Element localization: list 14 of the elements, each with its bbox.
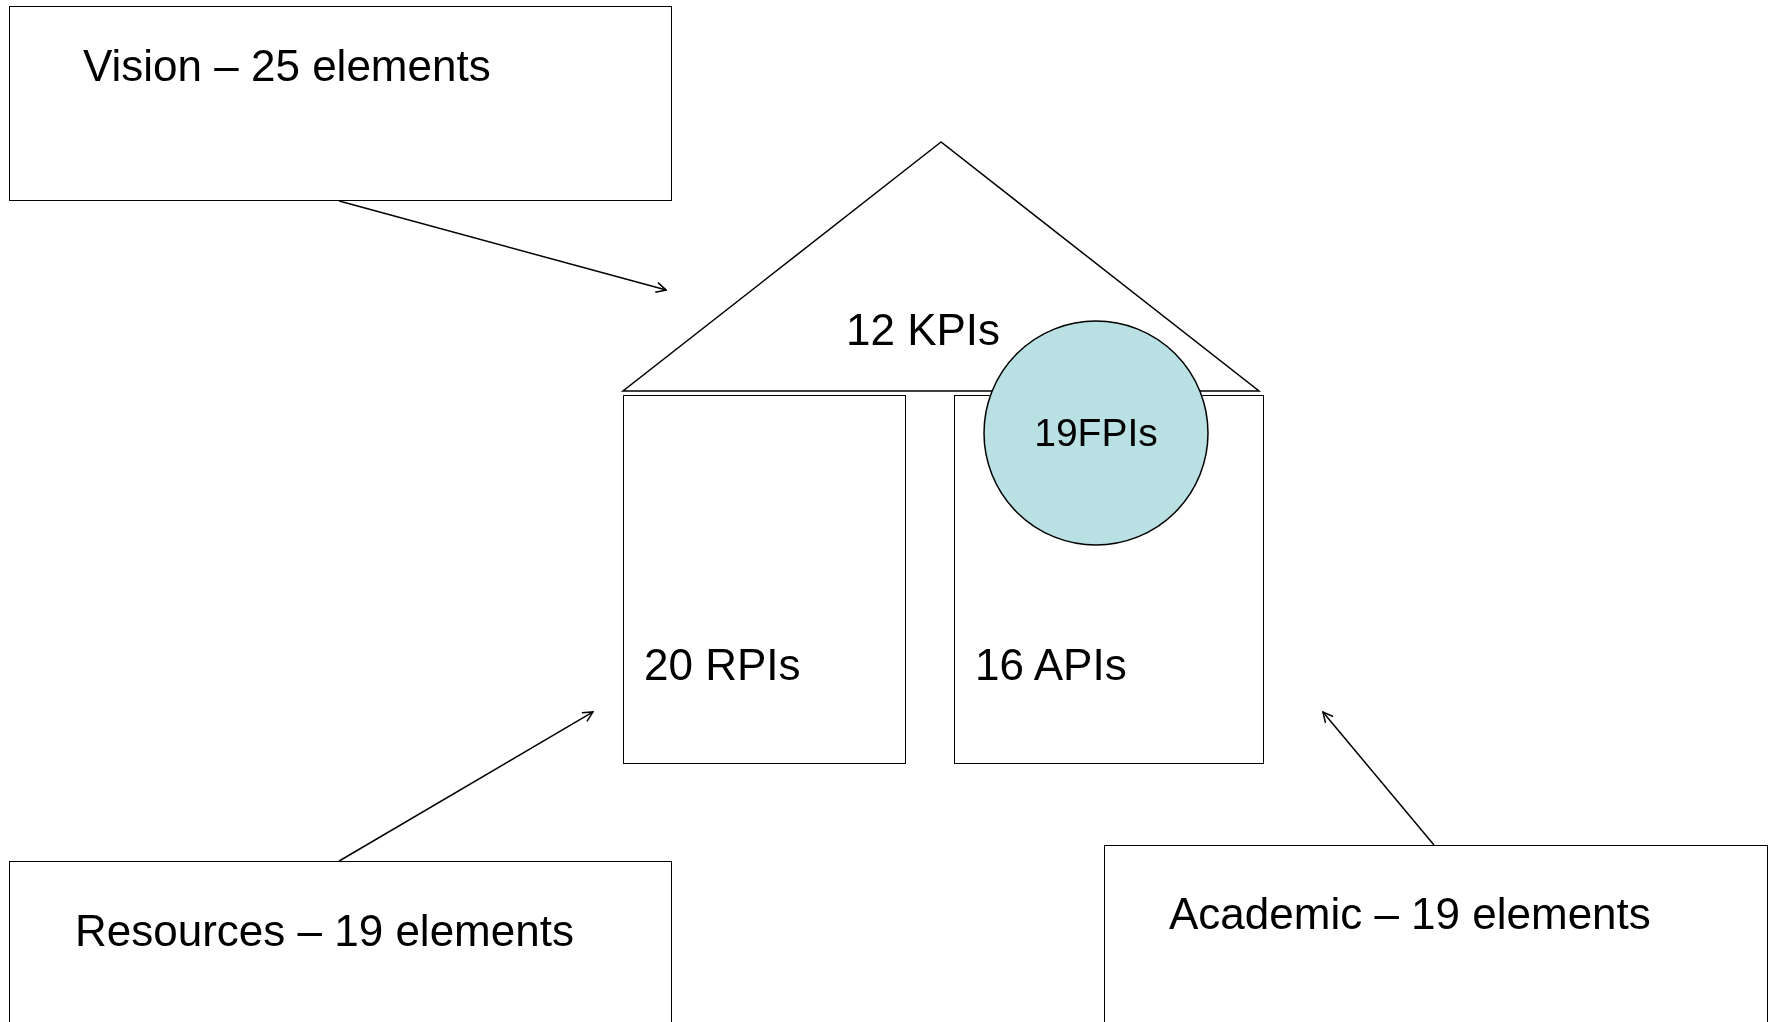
node-label: Vision – 25 elements	[83, 41, 491, 92]
node-label: Resources – 19 elements	[75, 906, 574, 957]
node-label: Academic – 19 elements	[1169, 889, 1651, 940]
node-label: 20 RPIs	[644, 640, 801, 691]
node-label: 19FPIs	[1034, 410, 1158, 456]
text-box	[1104, 845, 1768, 1022]
node-label: 16 APIs	[975, 640, 1127, 691]
node-label: 12 KPIs	[846, 305, 1001, 356]
text-box	[9, 861, 672, 1022]
arrow	[338, 200, 667, 294]
text-box	[9, 6, 672, 201]
arrow	[338, 711, 594, 862]
pillar-box	[623, 395, 906, 764]
arrow	[1322, 711, 1435, 846]
